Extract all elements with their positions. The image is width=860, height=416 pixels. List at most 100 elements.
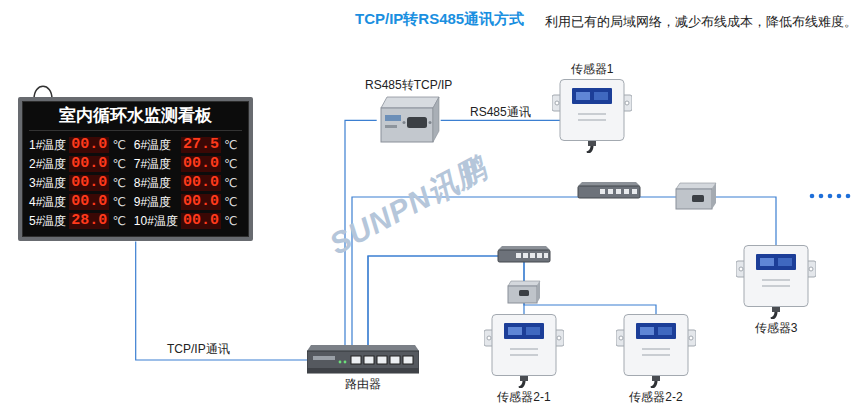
sensor-icon-part	[510, 348, 538, 350]
serial-converter-part	[519, 290, 529, 296]
caption-box: 利用已有的局域网络，减少布线成本，降低布线难度。	[545, 11, 857, 30]
board-digits: 00.0	[69, 137, 109, 153]
sensor-icon-part	[809, 267, 813, 271]
sensor-icon-part	[771, 312, 776, 319]
sensor-icon-part	[560, 80, 624, 141]
converter-icon-part	[385, 115, 401, 121]
sensor-icon-part	[594, 92, 608, 100]
serial-converter-part	[712, 183, 716, 209]
network-switch-part	[600, 189, 605, 194]
sensor-icon-part	[756, 254, 796, 270]
board-label: 5#温度	[29, 214, 66, 228]
serial-converter	[508, 281, 540, 303]
icon-holder	[377, 95, 441, 145]
converter-icon-part	[407, 117, 427, 128]
wire-label: TCP/IP通讯	[165, 342, 232, 356]
board-label: 9#温度	[134, 195, 178, 209]
title-box: TCP/IP转RS485通讯方式	[355, 9, 524, 28]
sensor-icon-part	[526, 327, 540, 335]
board-unit: ℃	[224, 214, 237, 228]
sensor-icon-part	[689, 336, 693, 340]
wire-label: RS485通讯	[468, 105, 533, 119]
router-icon	[307, 345, 419, 375]
sensor-icon-part	[642, 354, 670, 356]
router-icon-part	[307, 368, 419, 373]
sensor-icon-part	[762, 279, 790, 281]
converter-icon-part	[381, 108, 433, 142]
converter-icon-part	[385, 125, 397, 128]
device-label: 路由器	[345, 377, 381, 391]
sensor-icon-part	[578, 119, 606, 121]
board-unit: ℃	[224, 138, 237, 152]
board-label: 2#温度	[29, 157, 66, 171]
sensor-icon-part	[504, 323, 544, 339]
network-wire	[136, 241, 307, 360]
board-unit: ℃	[224, 157, 237, 171]
diagram-caption: 利用已有的局域网络，减少布线成本，降低布线难度。	[545, 14, 857, 29]
sensor-icon-part	[588, 141, 596, 146]
board-unit: ℃	[224, 195, 237, 209]
board-digits: 27.5	[181, 137, 221, 153]
sensor-icon-part	[510, 354, 538, 356]
sensor-icon-part	[739, 267, 743, 271]
sensor-icon-part	[624, 315, 688, 376]
serial-converter-part	[537, 281, 540, 303]
board-label: 4#温度	[29, 195, 66, 209]
board-digits: 00.0	[69, 175, 109, 191]
sensor-icon	[736, 245, 816, 319]
serial-converter-part	[692, 195, 704, 202]
board-digits: 00.0	[69, 156, 109, 172]
continuation-dots-part	[828, 194, 833, 199]
display-board: 室内循环水监测看板1#温度00.0℃6#温度27.5℃2#温度00.0℃7#温度…	[18, 97, 253, 241]
wire-label-box: RS485通讯	[468, 101, 533, 120]
board-label: 7#温度	[134, 157, 178, 171]
continuation-dots-part	[810, 194, 815, 199]
label-box: SUNPN讯鹏	[322, 188, 494, 224]
sensor-icon-part	[555, 101, 559, 105]
sensor-icon-part	[578, 113, 606, 115]
network-switch-part	[578, 186, 640, 198]
board-unit: ℃	[112, 138, 125, 152]
sensor-icon-part	[587, 146, 592, 153]
serial-converter-part	[676, 189, 712, 209]
sensor-icon-part	[492, 315, 556, 376]
sensor-icon-part	[576, 92, 590, 100]
sensor-icon-part	[640, 327, 654, 335]
sensor-device: 传感器2-2	[616, 314, 696, 404]
board-label: 6#温度	[134, 138, 178, 152]
board-unit: ℃	[112, 157, 125, 171]
board-digits: 00.0	[181, 156, 221, 172]
router-icon-part	[364, 356, 374, 364]
board-digits: 00.0	[181, 175, 221, 191]
network-switch-part	[498, 250, 550, 262]
device-label: 传感器2-2	[629, 390, 682, 404]
sensor-icon-part	[636, 323, 676, 339]
continuation-dots	[810, 194, 851, 199]
sensor-icon-part	[520, 376, 528, 381]
board-digits: 00.0	[69, 194, 109, 210]
device-label: 传感器3	[755, 321, 798, 335]
network-switch-part	[608, 189, 613, 194]
network-switch-part	[544, 253, 548, 258]
network-switch	[578, 182, 640, 198]
sensor-device: 传感器3	[736, 245, 816, 335]
network-switch	[498, 246, 550, 262]
icon-holder	[616, 314, 696, 388]
sensor-device: 传感器2-1	[484, 314, 564, 404]
board-unit: ℃	[224, 176, 237, 190]
network-switch-part	[516, 253, 521, 258]
sensor-icon-part	[508, 327, 522, 335]
board-label: 3#温度	[29, 176, 66, 190]
serial-converter-part	[676, 183, 716, 189]
sensor-icon-part	[651, 381, 656, 388]
router-icon-part	[307, 351, 419, 373]
network-wire	[441, 120, 560, 121]
board-digits: 00.0	[181, 213, 221, 229]
converter-icon-part	[428, 121, 431, 124]
sensor-icon-part	[744, 246, 808, 307]
icon-holder	[307, 345, 419, 375]
board-label: 1#温度	[29, 138, 66, 152]
icon-holder	[484, 314, 564, 388]
sensor-icon-part	[778, 258, 792, 266]
